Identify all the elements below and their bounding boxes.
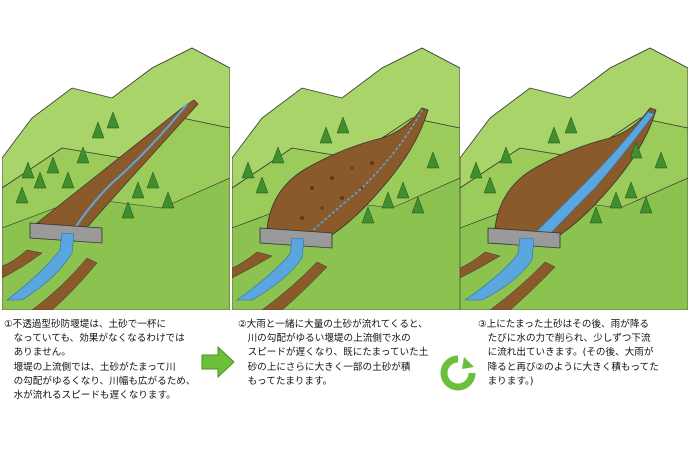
caption-line: まります。) — [478, 375, 534, 387]
caption-line: の勾配がゆるくなり、川幅も広がるため、 — [4, 375, 196, 387]
cycle-arrow-icon — [440, 355, 476, 391]
caption-line: たびに水の力で削られ、少しずつ下流 — [478, 333, 651, 345]
caption-line: ②大雨と一緒に大量の土砂が流れてくると、 — [238, 319, 428, 330]
caption-line: 降ると再び②のように大きく積もってた — [478, 361, 659, 373]
caption-step-3: ③上にたまった土砂はその後、雨が降る たびに水の力で削られ、少しずつ下流 に流れ… — [478, 318, 688, 389]
illustration-step-2 — [232, 38, 460, 310]
caption-step-2: ②大雨と一緒に大量の土砂が流れてくると、 川の勾配がゆるい堰堤の上流側で水の ス… — [238, 318, 448, 389]
caption-line: 砂の上にさらに大きく一部の土砂が積 — [238, 361, 411, 373]
caption-line: に流れ出ていきます。(その後、大雨が — [478, 347, 654, 359]
caption-line: なっていても、効果がなくなるわけでは — [4, 333, 185, 345]
caption-line: 水が流れるスピードも遅くなります。 — [4, 390, 176, 402]
next-step-arrow-icon — [201, 345, 235, 379]
caption-line: ①不透過型砂防堰堤は、土砂で一杯に — [4, 319, 167, 330]
caption-line: 堰堤の上流側では、土砂がたまって川 — [4, 361, 176, 373]
illustration-step-1 — [2, 38, 230, 310]
caption-line: 川の勾配がゆるい堰堤の上流側で水の — [238, 333, 411, 345]
caption-line: スピードが遅くなり、既にたまっていた土 — [238, 347, 429, 359]
caption-line: もってたまります。 — [238, 375, 333, 387]
illustration-step-3 — [460, 38, 688, 310]
caption-line: ありません。 — [4, 347, 71, 359]
caption-line: ③上にたまった土砂はその後、雨が降る — [478, 319, 650, 330]
caption-step-1: ①不透過型砂防堰堤は、土砂で一杯に なっていても、効果がなくなるわけでは ありま… — [4, 318, 236, 403]
